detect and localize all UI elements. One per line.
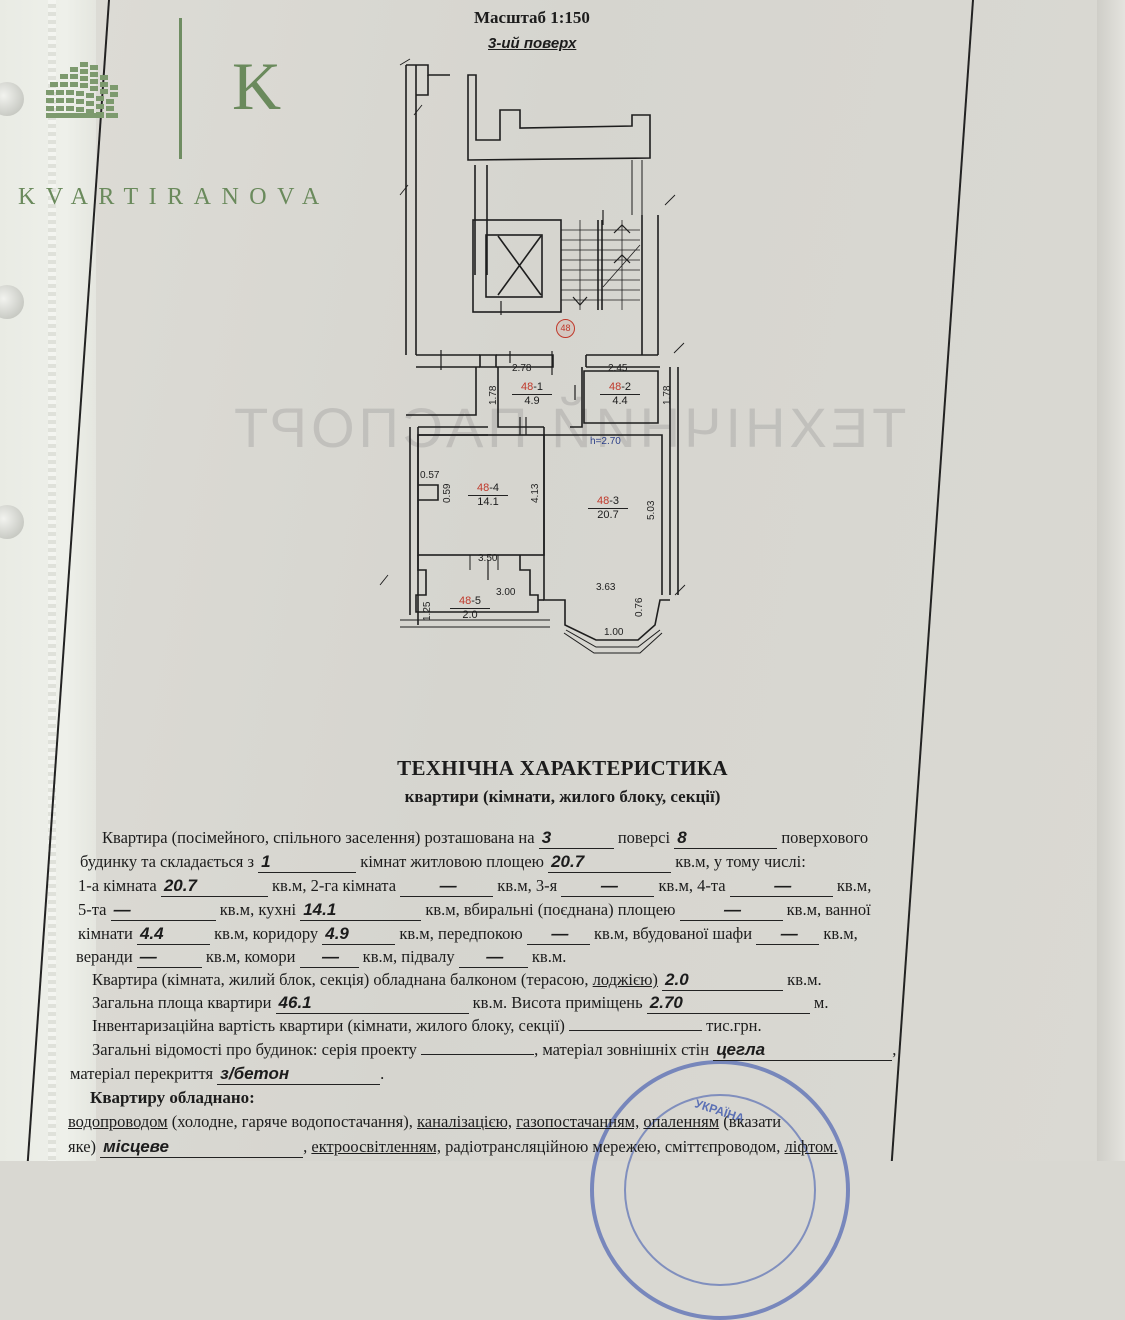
dim-r4-niche-depth: 0.59 xyxy=(442,483,453,503)
line-balcony: Квартира (кімната, жилий блок, секція) о… xyxy=(92,970,822,991)
inventory-value-field xyxy=(569,1030,703,1031)
bath-area-field: 4.4 xyxy=(136,924,210,945)
dim-r1-width: 2.78 xyxy=(512,363,532,374)
project-series-field xyxy=(421,1054,535,1055)
room-48-2: 48-2 4.4 xyxy=(600,381,640,407)
storage-area-field: — xyxy=(299,947,359,968)
floor-plan: 48 2.78 1.78 2.45 1.78 48-1 4.9 48-2 4.4… xyxy=(370,55,710,655)
line-rooms: будинку та складається з 1 кімнат житлов… xyxy=(80,852,806,873)
sleeve-edge xyxy=(48,0,56,1161)
dim-bay-side: 0.76 xyxy=(634,597,645,617)
line-veranda: веранди — кв.м, комори — кв.м, підвалу —… xyxy=(76,947,567,968)
room2-area-field: — xyxy=(400,876,494,897)
balcony-area-field: 2.0 xyxy=(662,970,784,991)
line-total-area: Загальна площа квартири 46.1 кв.м. Висот… xyxy=(92,993,829,1014)
document-page xyxy=(96,0,1096,1161)
rooms-count-field: 1 xyxy=(258,852,357,873)
binder-hole xyxy=(0,285,24,319)
binder-hole xyxy=(0,505,24,539)
dim-r2-width: 2.45 xyxy=(608,363,628,374)
room3-area-field: — xyxy=(561,876,655,897)
characteristics-subtitle: квартири (кімнати, жилого блоку, секції) xyxy=(404,787,721,806)
dim-r3-depth: 5.03 xyxy=(646,500,657,520)
room-48-1: 48-1 4.9 xyxy=(512,381,552,407)
floor-field: 3 xyxy=(538,828,614,849)
veranda-area-field: — xyxy=(136,947,202,968)
line-room-areas: 1-а кімната 20.7 кв.м, 2-га кімната — кв… xyxy=(78,876,872,897)
dim-r4-width: 3.50 xyxy=(478,553,498,564)
wc-area-field: — xyxy=(679,900,783,921)
dim-bay-front: 1.00 xyxy=(604,627,624,638)
heating-type-field: місцеве xyxy=(100,1137,304,1158)
room1-area-field: 20.7 xyxy=(160,876,268,897)
apartment-number-badge: 48 xyxy=(556,319,575,338)
room5-area-field: — xyxy=(110,900,216,921)
room4-area-field: — xyxy=(729,876,833,897)
equipped-title: Квартиру обладнано: xyxy=(90,1088,255,1107)
line-inventory-value: Інвентаризаційна вартість квартири (кімн… xyxy=(92,1016,762,1035)
logo-brand-name: KVARTIRANOVA xyxy=(18,184,330,210)
room-48-3: 48-3 20.7 xyxy=(588,495,628,521)
line-heating-type: яке) місцеве, ектроосвітленням, радіотра… xyxy=(68,1137,838,1158)
official-stamp: УКРАЇНА xyxy=(590,1060,850,1320)
floor-title: 3-ий поверх xyxy=(488,35,577,52)
ceiling-height-field: 2.70 xyxy=(646,993,810,1014)
basement-area-field: — xyxy=(458,947,528,968)
binder-hole xyxy=(0,82,24,116)
page-edge xyxy=(1097,0,1125,1161)
floors-total-field: 8 xyxy=(674,828,778,849)
building-logo-icon xyxy=(46,62,118,118)
hall-area-field: — xyxy=(526,924,590,945)
line-floor-material: матеріал перекриття з/бетон. xyxy=(70,1064,385,1085)
line-location: Квартира (посімейного, спільного заселен… xyxy=(102,828,869,849)
kitchen-area-field: 14.1 xyxy=(300,900,422,921)
dim-r3-width: 3.63 xyxy=(596,582,616,593)
corridor-area-field: 4.9 xyxy=(322,924,396,945)
characteristics-title: ТЕХНІЧНА ХАРАКТЕРИСТИКА xyxy=(397,756,728,780)
scale-title: Масштаб 1:150 xyxy=(474,8,590,27)
floor-material-field: з/бетон xyxy=(217,1064,381,1085)
closet-area-field: — xyxy=(756,924,820,945)
dim-r5-width: 3.00 xyxy=(496,587,516,598)
dim-r4-depth: 4.13 xyxy=(530,483,541,503)
line-utilities: водопроводом (холодне, гаряче водопостач… xyxy=(68,1112,782,1131)
plastic-sleeve xyxy=(0,0,110,1161)
room-48-4: 48-4 14.1 xyxy=(468,482,508,508)
dim-r1-depth: 1.78 xyxy=(488,385,499,405)
line-building-info: Загальні відомості про будинок: серія пр… xyxy=(92,1040,897,1061)
dim-r5-depth: 1.25 xyxy=(422,601,433,621)
floor-plan-drawing xyxy=(379,58,686,654)
ceiling-height-label: h=2.70 xyxy=(590,436,621,447)
line-bath-corridor: кімнати 4.4 кв.м, коридору 4.9 кв.м, пер… xyxy=(78,924,858,945)
room-48-5: 48-5 2.0 xyxy=(450,595,490,621)
dim-r4-niche-width: 0.57 xyxy=(420,470,440,481)
line-kitchen: 5-та — кв.м, кухні 14.1 кв.м, вбиральні … xyxy=(78,900,871,921)
living-area-field: 20.7 xyxy=(548,852,672,873)
logo-divider xyxy=(179,18,182,159)
logo-monogram: K xyxy=(232,48,282,124)
total-area-field: 46.1 xyxy=(275,993,469,1014)
dim-r2-depth: 1.78 xyxy=(662,385,673,405)
wall-material-field: цегла xyxy=(713,1040,893,1061)
